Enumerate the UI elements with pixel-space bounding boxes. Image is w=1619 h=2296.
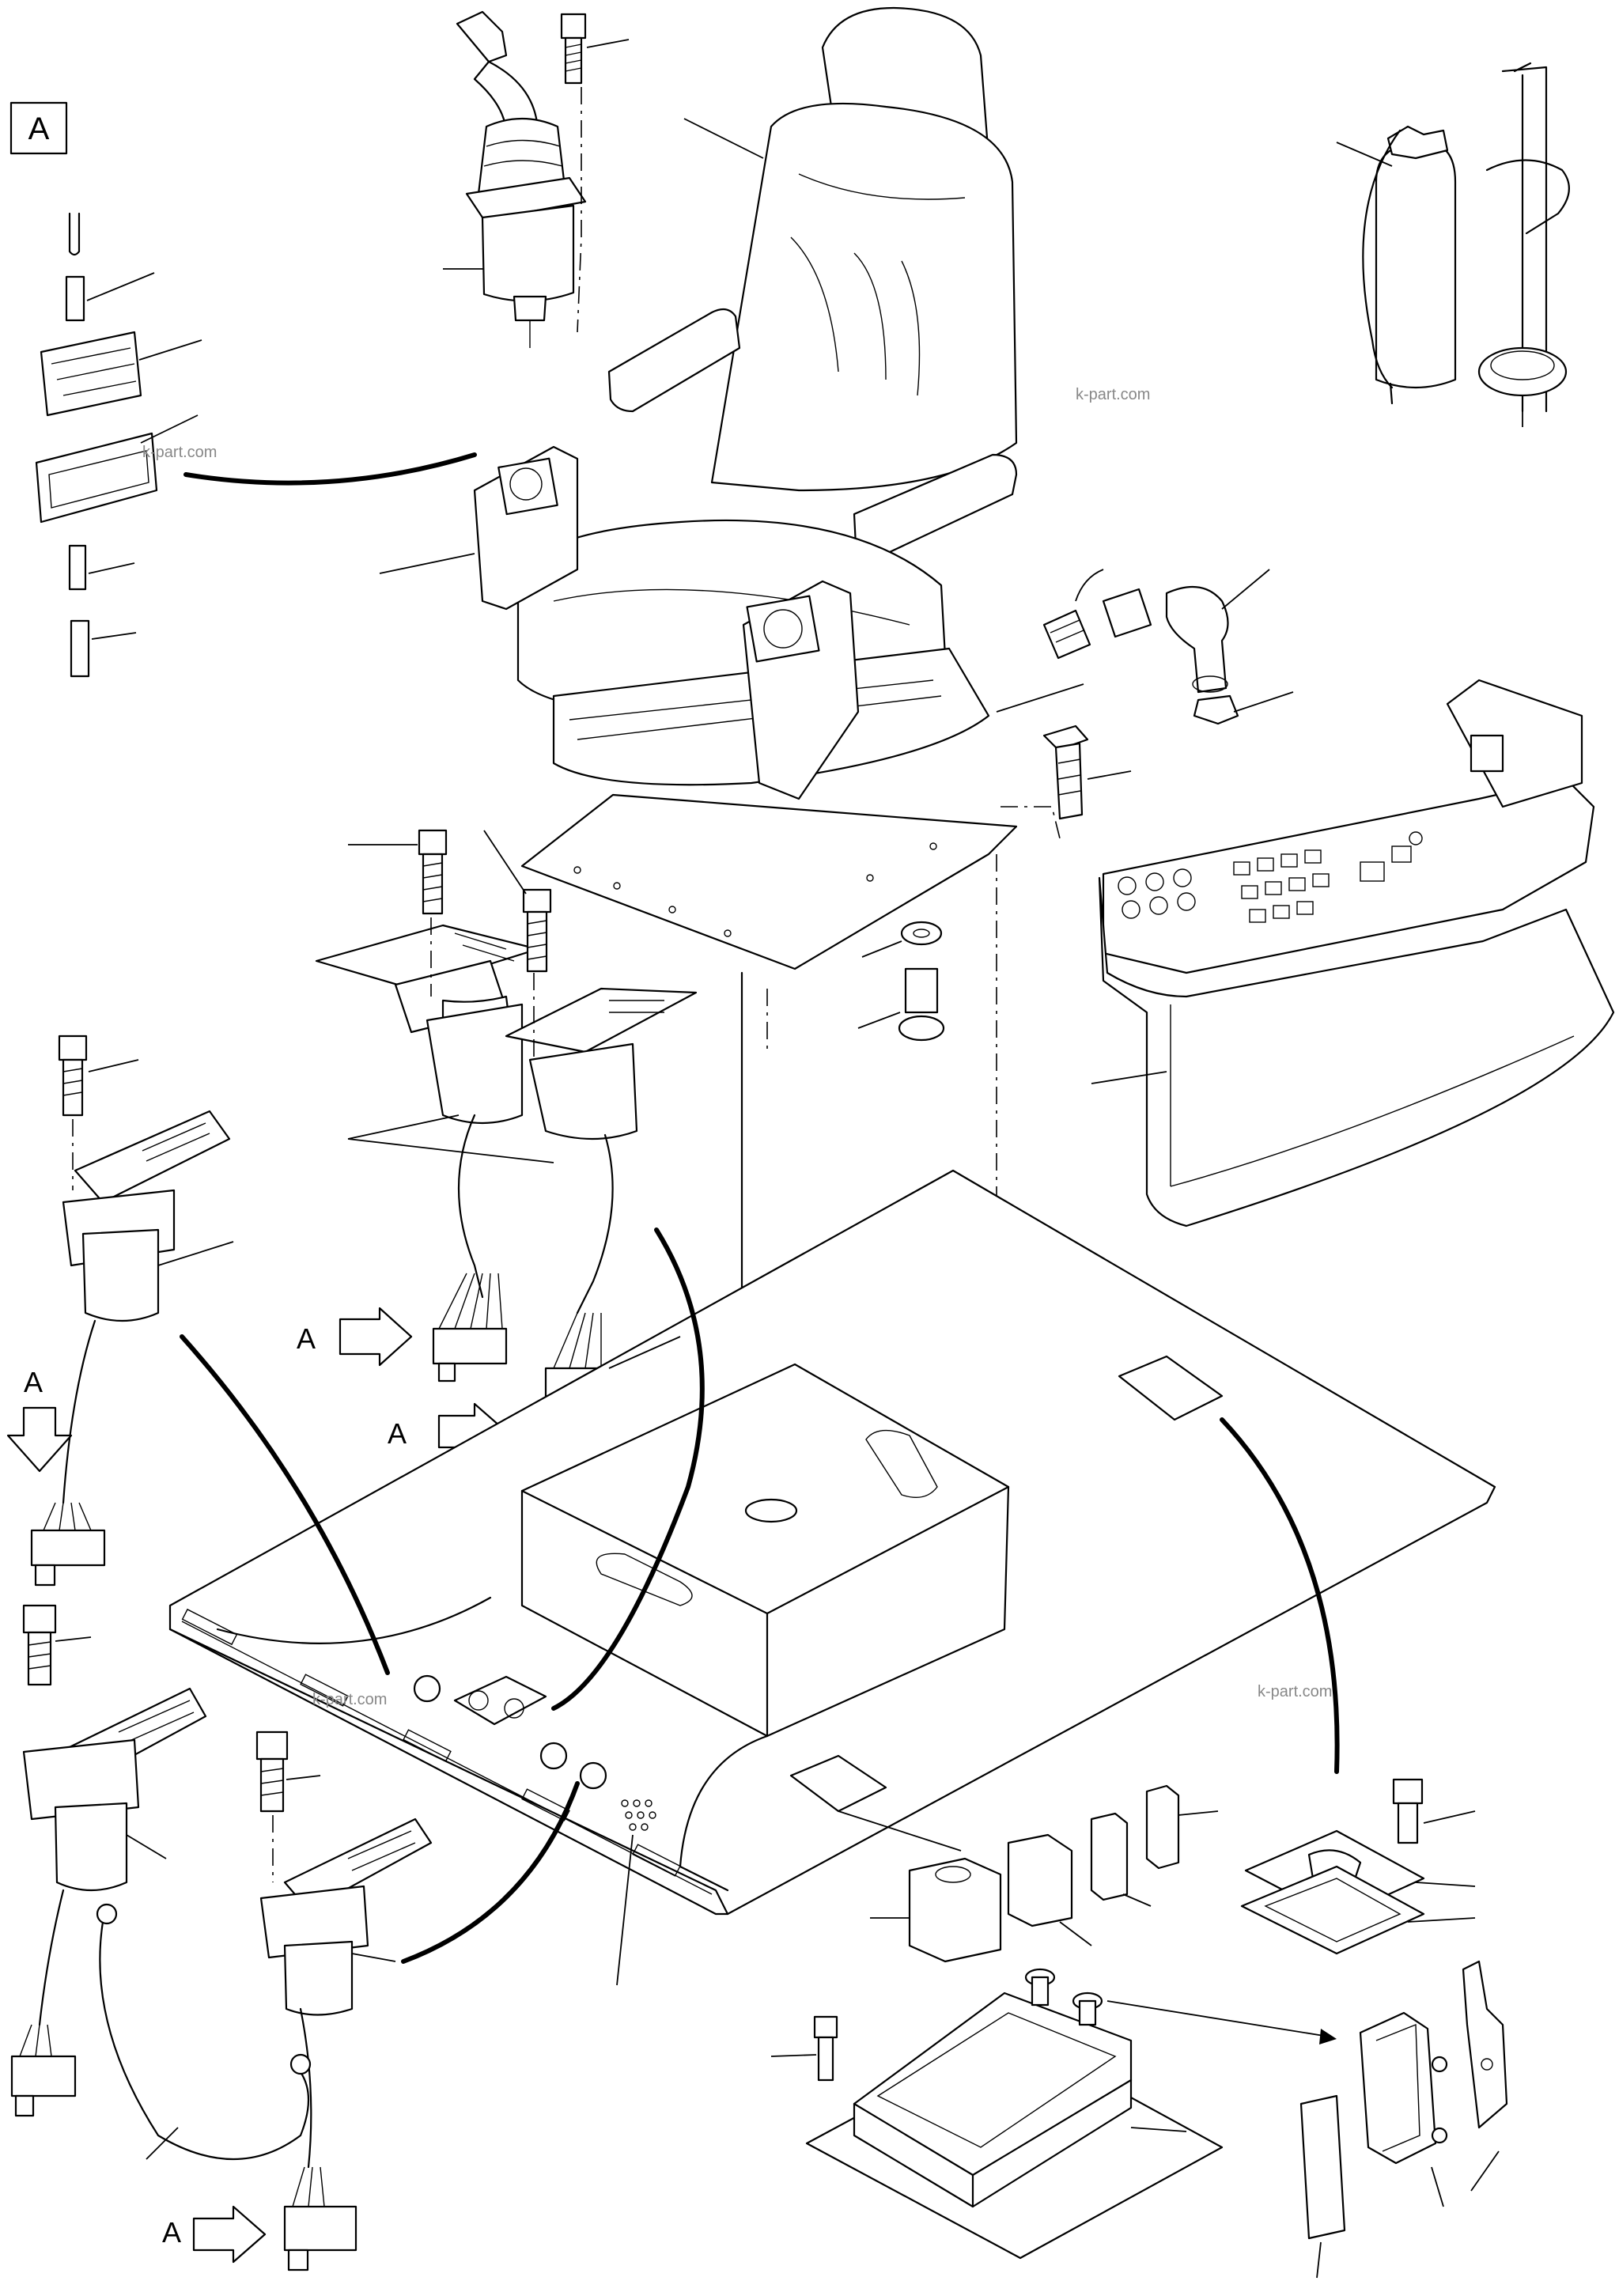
view-label-box: A bbox=[9, 101, 68, 155]
cab-floor-plate-icon bbox=[168, 1169, 1496, 1986]
wire-connector-icon bbox=[10, 2024, 77, 2117]
mount-box-icon bbox=[770, 1968, 1337, 2260]
spacer-blocks bbox=[870, 1784, 1219, 1963]
install-curve bbox=[551, 1227, 705, 1711]
view-arrow-A: A bbox=[297, 1307, 413, 1367]
joystick-icon bbox=[443, 10, 630, 348]
install-curve bbox=[180, 1334, 390, 1675]
foot-pedal-icon bbox=[58, 1035, 234, 1504]
view-arrow-A: A bbox=[162, 2205, 267, 2264]
seat-icon bbox=[379, 6, 1084, 800]
console-button-grid bbox=[1118, 831, 1423, 923]
watermark: k-part.com bbox=[312, 1691, 387, 1708]
connector-housing-icon bbox=[40, 331, 202, 417]
control-console-icon bbox=[1091, 679, 1615, 1227]
svg-text:A: A bbox=[297, 1322, 316, 1355]
install-curve bbox=[401, 1781, 580, 1964]
svg-text:A: A bbox=[388, 1417, 407, 1450]
seat-mount-plate bbox=[520, 793, 1061, 970]
install-curve bbox=[1220, 1417, 1340, 1774]
view-label: A bbox=[28, 112, 50, 146]
hole-grid bbox=[621, 1799, 656, 1831]
wire-connector-icon bbox=[432, 1273, 508, 1383]
bolt-icon bbox=[1042, 724, 1132, 820]
hose-icon bbox=[96, 1903, 312, 2160]
watermark: k-part.com bbox=[1076, 386, 1150, 403]
connector-shell-icon bbox=[35, 414, 199, 524]
hose-fittings bbox=[1042, 569, 1294, 725]
wire-connector-icon bbox=[30, 1502, 106, 1587]
foot-pedal-icon bbox=[22, 1604, 207, 2026]
washer-icon bbox=[861, 921, 943, 958]
bolt-icon bbox=[560, 13, 630, 85]
nut-icon bbox=[857, 967, 945, 1042]
bolt-icon bbox=[348, 829, 448, 915]
svg-text:A: A bbox=[24, 1366, 43, 1398]
foot-pedal-icon bbox=[315, 924, 698, 1314]
connector-stack bbox=[35, 212, 477, 678]
mount-plate-icon bbox=[1240, 1778, 1476, 1955]
clamp-bracket-icon bbox=[1299, 1960, 1508, 2279]
svg-text:A: A bbox=[162, 2216, 181, 2249]
view-arrow-A: A bbox=[6, 1366, 73, 1473]
watermark: k-part.com bbox=[1258, 1683, 1332, 1700]
bolt-icon bbox=[483, 830, 552, 973]
watermark: k-part.com bbox=[142, 444, 217, 461]
fire-extinguisher-icon bbox=[1336, 62, 1570, 427]
foot-pedal-icon bbox=[255, 1731, 433, 2169]
wire-connector-icon bbox=[283, 2166, 357, 2271]
